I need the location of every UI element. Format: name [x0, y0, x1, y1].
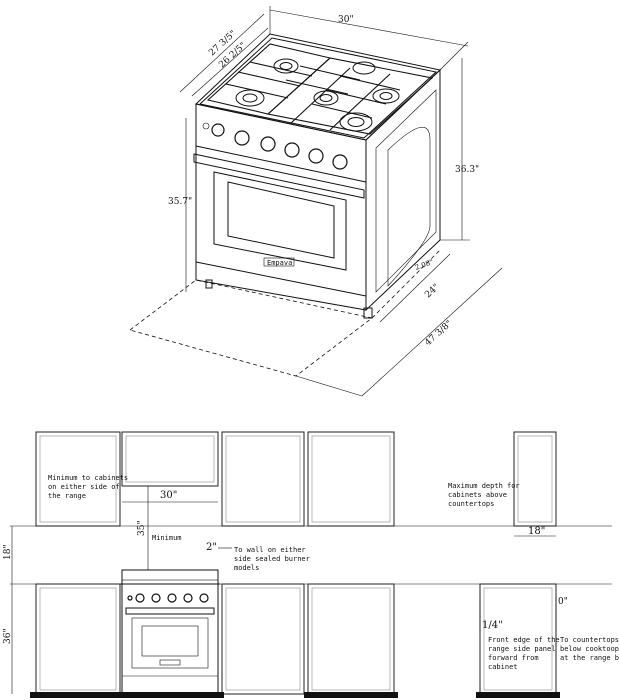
dim-depth-outer — [179, 13, 265, 93]
dim-floor-depth — [379, 253, 451, 323]
lower-cabinets — [35, 583, 557, 695]
svg-text:To countertops: To countertops — [560, 636, 619, 644]
svg-text:Minimum to cabinets: Minimum to cabinets — [48, 474, 128, 482]
oven-door-frame — [213, 171, 347, 271]
width-30-label: 30" — [160, 490, 177, 501]
svg-text:forward from: forward from — [488, 654, 539, 662]
range-isometric: Empava 30" 27 3/5" 26 2/5" 36.3" 35.7" 2… — [129, 6, 503, 397]
side-small-label: 2.08" — [414, 258, 434, 272]
minimum-label: Minimum — [152, 534, 182, 542]
quarter-inch-label: 1/4" — [482, 620, 503, 631]
dim-width-line — [269, 9, 469, 47]
svg-text:below cooktoop and: below cooktoop and — [560, 645, 619, 653]
svg-text:the range: the range — [48, 492, 86, 500]
height-left-label: 35.7" — [168, 197, 192, 207]
min-35-label: 35" — [137, 520, 147, 536]
control-knobs — [202, 122, 348, 170]
height-right-label: 36.3" — [455, 165, 479, 175]
svg-text:countertops: countertops — [448, 500, 494, 508]
brand-badge-text: Empava — [267, 259, 292, 267]
svg-text:cabinets above: cabinets above — [448, 491, 507, 499]
note-min-cabinets: Minimum to cabinets on either side of th… — [48, 474, 128, 500]
svg-text:Maximum depth for: Maximum depth for — [448, 482, 520, 490]
range-side-panel — [365, 68, 441, 312]
svg-text:side sealed burner: side sealed burner — [234, 555, 310, 563]
note-front-edge: Front edge of the range side panel forwa… — [488, 636, 560, 671]
svg-text:models: models — [234, 564, 259, 572]
installation-elevation: 30" 35" Minimum 2" 18" 36" Minimum to ca… — [3, 431, 619, 698]
floor-total-label: 47 3/8" — [423, 319, 454, 348]
range-front-small — [120, 569, 220, 695]
note-max-depth: Maximum depth for cabinets above counter… — [448, 482, 520, 508]
brand-badge — [263, 257, 295, 267]
svg-text:range side panel: range side panel — [488, 645, 555, 653]
depth-18-label: 18" — [528, 526, 545, 537]
width-label: 30" — [338, 15, 354, 25]
height-36-left: 36" — [3, 628, 13, 644]
cooktop-inner-edge — [198, 37, 438, 139]
svg-text:at the range back: at the range back — [560, 654, 619, 662]
svg-text:To wall on either: To wall on either — [234, 546, 306, 554]
floor-depth-label: 24" — [423, 282, 441, 300]
dim-depth-inner — [191, 27, 269, 97]
oven-handle — [193, 153, 365, 199]
note-countertops: To countertops below cooktoop and at the… — [560, 636, 619, 662]
floor-footprint — [129, 279, 373, 377]
oven-window — [227, 181, 335, 259]
note-to-wall: To wall on either side sealed burner mod… — [234, 546, 310, 572]
side-panel-inset — [375, 89, 437, 293]
two-inch-label: 2" — [206, 542, 217, 553]
burners — [235, 58, 400, 132]
dim-floor-total — [361, 267, 503, 397]
floor-bar-mid — [304, 692, 398, 698]
floor-bar-right — [476, 692, 560, 698]
svg-text:on either side of: on either side of — [48, 483, 120, 491]
height-18-left: 18" — [3, 544, 13, 560]
svg-text:Front edge of the: Front edge of the — [488, 636, 560, 644]
floor-bar-left — [30, 692, 224, 698]
svg-text:cabinet: cabinet — [488, 663, 518, 671]
zero-inch-label: 0" — [558, 597, 568, 607]
cooktop-grates — [206, 43, 434, 135]
